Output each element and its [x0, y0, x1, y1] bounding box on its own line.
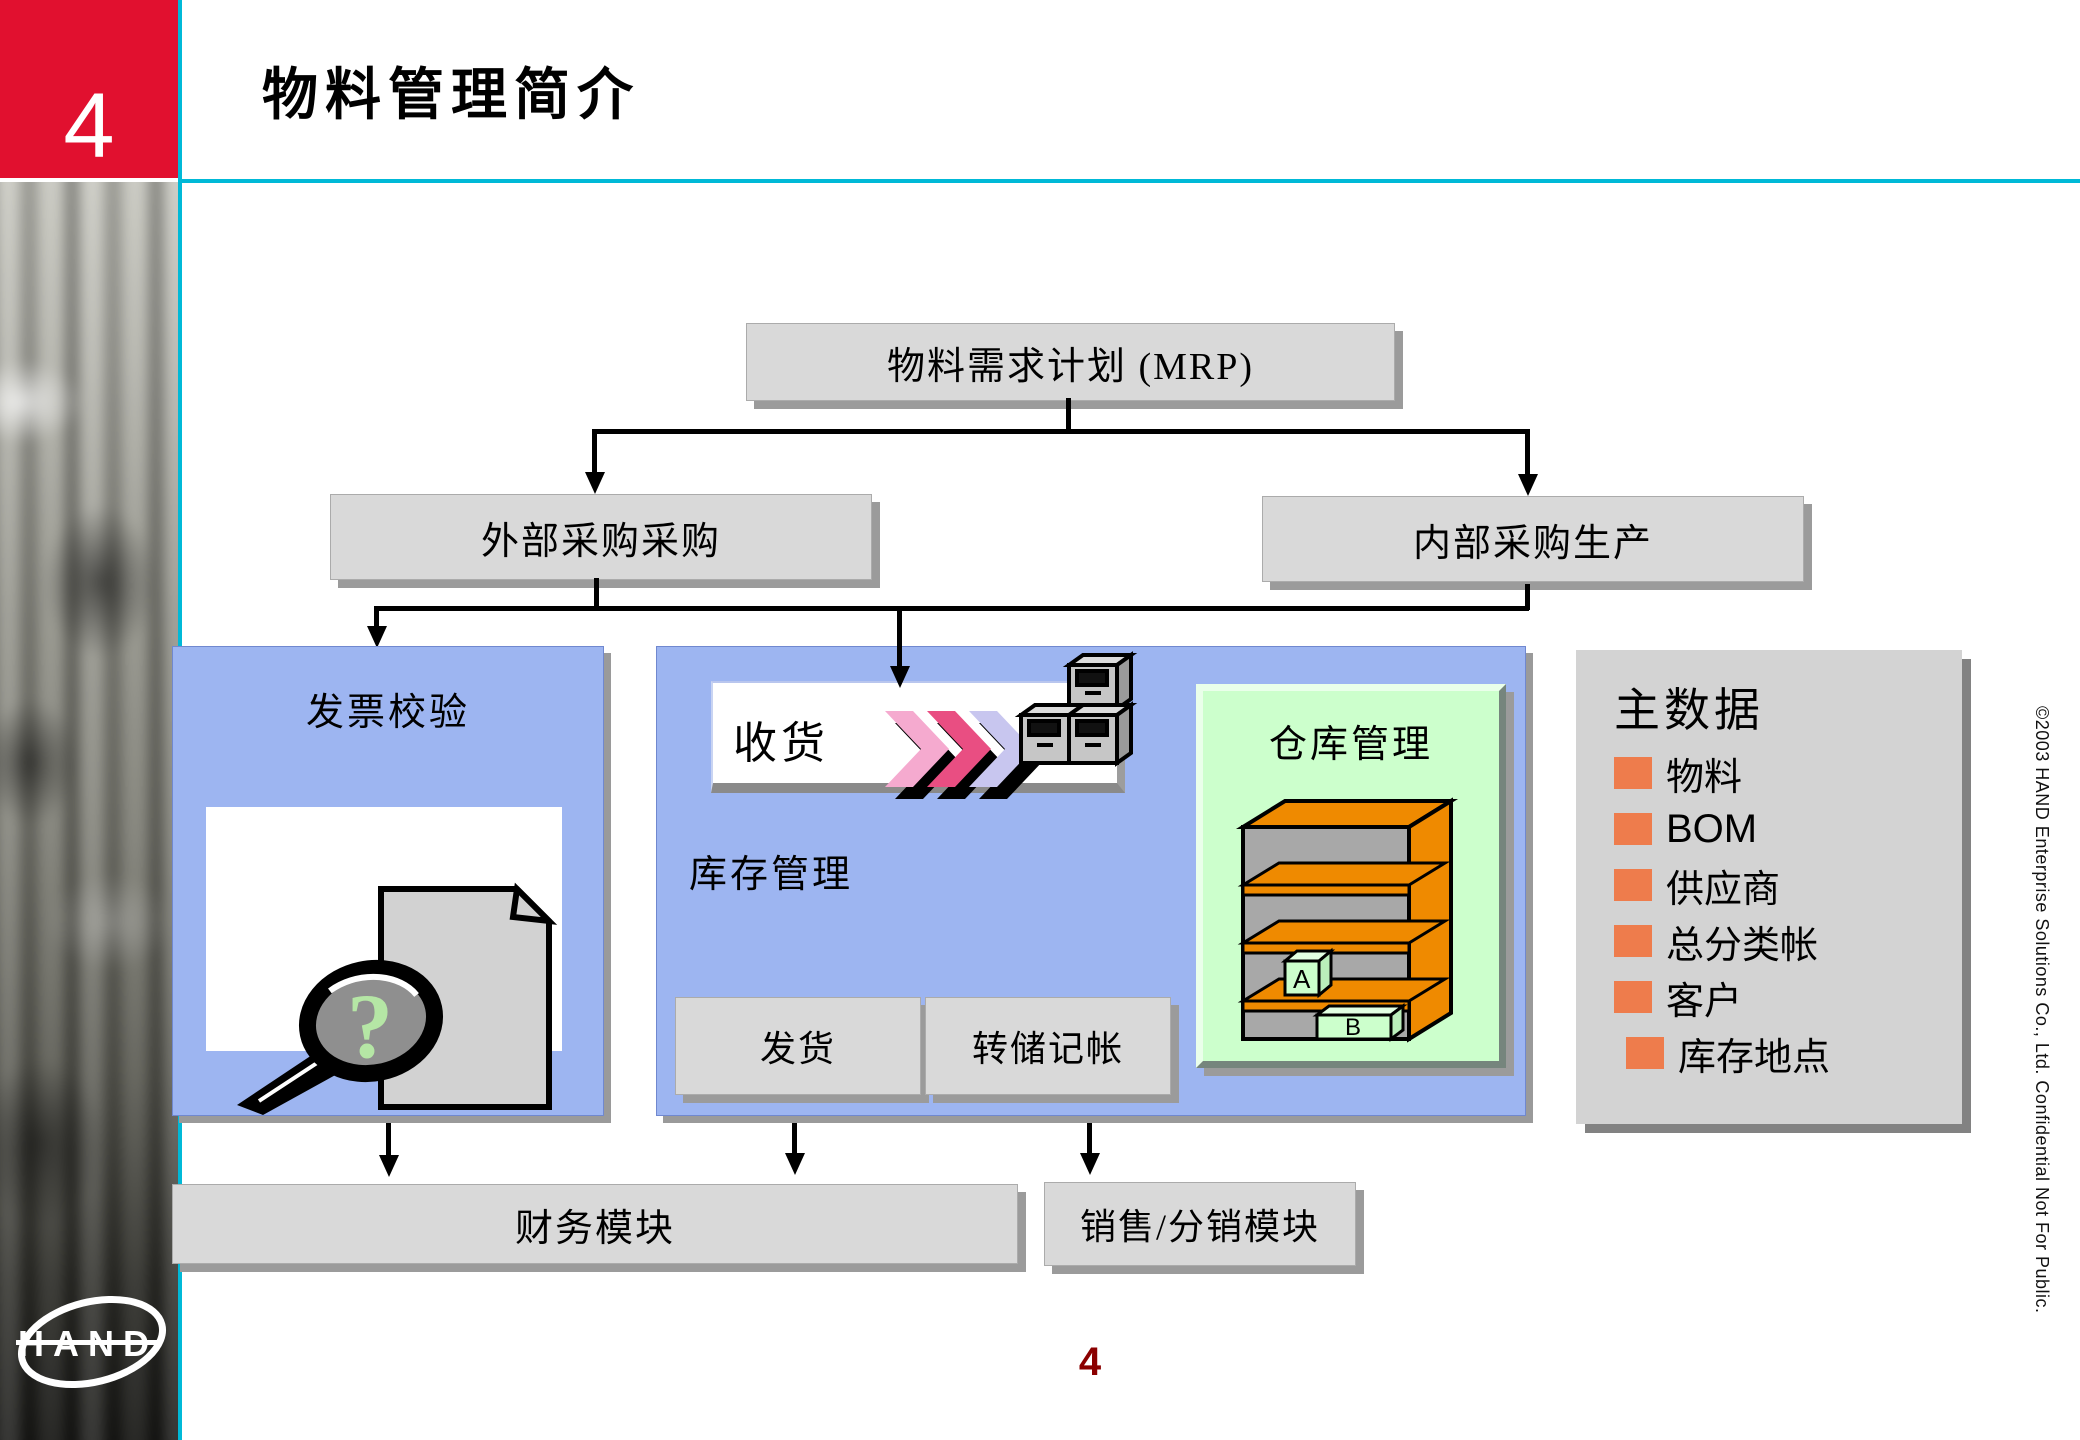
connector-line [592, 429, 597, 473]
connector-line [594, 429, 1530, 434]
warehouse-label: 仓库管理 [1268, 724, 1433, 766]
svg-text:?: ? [347, 975, 393, 1077]
transfer-posting-box: 转储记帐 [925, 997, 1171, 1095]
connector-line [1525, 429, 1530, 475]
master-data-item: 总分类帐 [1666, 924, 1819, 967]
bin-b-label: B [1345, 1014, 1361, 1041]
warehouse-management-panel: 仓库管理 A B [1196, 684, 1506, 1068]
master-data-item: 供应商 [1666, 868, 1781, 911]
connector-line [1087, 1114, 1092, 1155]
arrowhead-down [379, 1155, 399, 1177]
page-title: 物料管理简介 [262, 65, 640, 127]
receiving-label: 收货 [733, 719, 829, 768]
mrp-box: 物料需求计划 (MRP) [746, 323, 1395, 401]
hand-logo-icon: HAND [16, 1295, 167, 1389]
connector-line [1525, 584, 1530, 610]
master-data-title: 主数据 [1614, 685, 1764, 736]
bullet-square-icon [1614, 813, 1652, 845]
photo-strip-art [0, 182, 178, 1440]
goods-issue-box: 发货 [675, 997, 921, 1095]
sales-distribution-module-label: 销售/分销模块 [1079, 1207, 1320, 1247]
section-number: 4 [63, 75, 115, 177]
list-item: 物料 [1614, 748, 1743, 799]
bin-a-label: A [1293, 964, 1311, 994]
bullet-square-icon [1614, 925, 1652, 957]
connector-line [897, 606, 902, 668]
list-item: 总分类帐 [1614, 916, 1819, 967]
sales-distribution-module-box: 销售/分销模块 [1044, 1182, 1356, 1266]
goods-issue-label: 发货 [759, 1029, 836, 1069]
bullet-square-icon [1614, 869, 1652, 901]
internal-procurement-label: 内部采购生产 [1412, 522, 1653, 565]
arrowhead-down [585, 472, 605, 494]
finance-module-label: 财务模块 [514, 1207, 675, 1250]
finance-module-box: 财务模块 [172, 1184, 1018, 1264]
connector-line [376, 606, 1529, 611]
external-procurement-box: 外部采购采购 [330, 494, 872, 580]
bullet-square-icon [1614, 981, 1652, 1013]
connector-line [594, 578, 599, 610]
master-data-item: 物料 [1666, 756, 1743, 799]
connector-line [792, 1114, 797, 1155]
document-magnifier-question-icon: ? [237, 882, 558, 1115]
master-data-panel: 主数据 物料 BOM 供应商 总分类帐 客户 库存地点 [1576, 650, 1962, 1124]
page-number: 4 [1078, 1340, 1102, 1384]
section-number-block: 4 [0, 0, 178, 178]
inventory-label: 库存管理 [689, 854, 854, 896]
stacked-crates-icon [1014, 651, 1138, 767]
external-procurement-label: 外部采购采购 [480, 520, 721, 563]
shelf-rack-icon: A B [1235, 797, 1459, 1043]
transfer-posting-label: 转储记帐 [971, 1029, 1124, 1069]
list-item: 供应商 [1614, 860, 1781, 911]
internal-procurement-box: 内部采购生产 [1262, 496, 1804, 582]
bullet-square-icon [1614, 757, 1652, 789]
connector-line [374, 606, 379, 628]
master-data-item: BOM [1666, 806, 1758, 851]
list-item: 库存地点 [1626, 1028, 1831, 1079]
copyright-vertical-text: ©2003 HAND Enterprise Solutions Co., Ltd… [2032, 706, 2052, 1314]
mrp-box-label: 物料需求计划 (MRP) [886, 345, 1255, 388]
horizontal-rule [182, 179, 2080, 183]
arrowhead-down [367, 626, 387, 648]
arrowhead-down [890, 666, 910, 688]
arrowhead-down [1080, 1153, 1100, 1175]
arrowhead-down [785, 1153, 805, 1175]
invoice-verification-panel: 发票校验 ? [172, 646, 604, 1116]
arrowhead-down [1518, 474, 1538, 496]
master-data-item: 客户 [1666, 980, 1743, 1023]
left-photo-strip [0, 182, 178, 1440]
master-data-item: 库存地点 [1678, 1036, 1831, 1079]
connector-line [386, 1115, 391, 1157]
hand-logo-text: HAND [18, 1323, 158, 1364]
list-item: BOM [1614, 804, 1757, 854]
list-item: 客户 [1614, 972, 1743, 1023]
connector-line [1066, 398, 1071, 432]
bullet-square-icon [1626, 1037, 1664, 1069]
invoice-verification-label: 发票校验 [305, 692, 470, 734]
